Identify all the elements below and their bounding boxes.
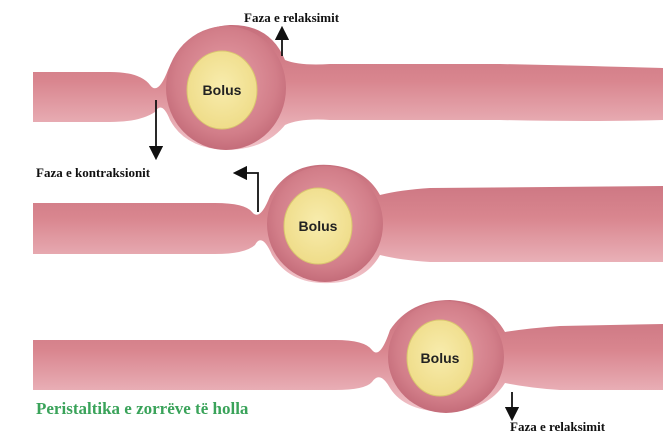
contraction-arrow-bent [240,173,258,212]
intestine-tube-1 [33,25,663,150]
label-relaxation-top: Faza e relaksimit [244,10,340,25]
intestine-segment-1: Bolus [33,25,663,150]
intestine-tube-3 [33,300,663,412]
bolus-label-3: Bolus [421,350,460,366]
label-relaxation-bottom: Faza e relaksimit [510,419,606,434]
diagram-caption: Peristaltika e zorrëve të holla [36,399,249,418]
bolus-label-1: Bolus [203,82,242,98]
intestine-segment-3: Bolus [33,300,663,413]
intestine-segment-2: Bolus [33,165,663,283]
label-contraction: Faza e kontraksionit [36,165,151,180]
bolus-label-2: Bolus [299,218,338,234]
